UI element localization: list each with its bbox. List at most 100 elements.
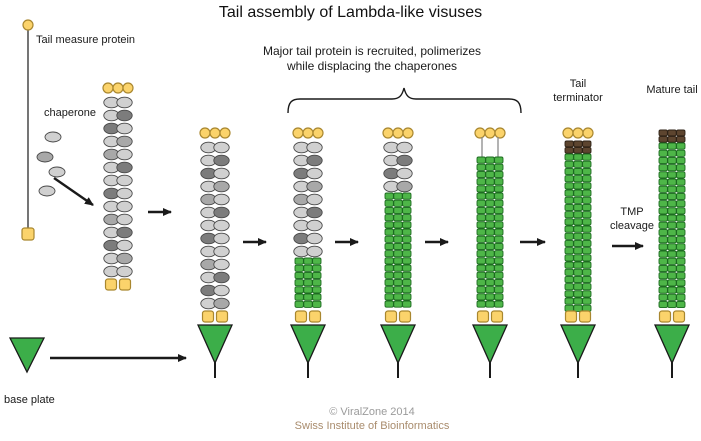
chaperone-ellipse (306, 141, 323, 154)
tail-terminator-cell (676, 129, 686, 137)
major-tail-protein-cell (658, 279, 668, 287)
major-tail-protein-cell (494, 214, 504, 222)
major-tail-protein-cell (676, 228, 686, 237)
base-plate-triangle (559, 324, 597, 365)
base-plate-triangle (471, 324, 509, 365)
major-tail-protein-cell (294, 293, 304, 301)
major-tail-protein-cell (573, 167, 583, 176)
major-tail-protein-cell (667, 142, 677, 150)
major-tail-protein-cell (573, 211, 583, 219)
base-plate-legend (8, 337, 46, 374)
major-tail-protein-cell (476, 192, 486, 200)
tmp-cap-circle (312, 127, 324, 139)
annotation-line-2: while displacing the chaperones (286, 59, 458, 73)
major-tail-protein-cell (658, 171, 668, 179)
major-tail-protein-cell (294, 257, 304, 265)
collar-block (398, 310, 412, 323)
major-tail-protein-cell (658, 164, 668, 172)
chaperone-ellipse (116, 161, 133, 174)
footer-institute: Swiss Institute of Bioinformatics (294, 420, 450, 432)
base-plate-label: base plate (4, 394, 55, 406)
major-tail-protein-cell (582, 232, 592, 240)
major-tail-protein-cell (676, 156, 686, 165)
major-tail-protein-cell (393, 271, 403, 279)
major-tail-protein-cell (384, 192, 394, 200)
major-tail-protein-cell (564, 261, 574, 269)
major-tail-protein-cell (573, 254, 583, 262)
major-tail-protein-cell (564, 175, 574, 183)
base-plate-triangle (196, 324, 234, 365)
chaperone-ellipse (396, 141, 413, 154)
major-tail-protein-cell (573, 275, 583, 284)
chaperone-ellipse (116, 96, 133, 109)
major-tail-protein-cell (494, 286, 504, 294)
chaperone-ellipse (306, 154, 323, 167)
major-tail-protein-cell (564, 290, 574, 298)
tmp-cleavage-label-line-2: cleavage (609, 219, 655, 232)
major-tail-protein-cell (676, 185, 686, 193)
major-tail-protein-cell (312, 279, 322, 287)
collar-block (658, 310, 672, 323)
major-tail-protein-cell (676, 272, 686, 280)
major-tail-protein-cell (582, 225, 592, 233)
major-tail-protein-cell (564, 218, 574, 226)
chaperone-legend (36, 131, 66, 197)
chaperone-ellipse (306, 193, 323, 206)
major-tail-protein-cell (303, 300, 313, 308)
major-tail-protein-cell (658, 200, 668, 208)
major-tail-protein-cell (658, 243, 668, 251)
chaperone-ellipse (396, 167, 413, 180)
major-tail-protein-cell (494, 199, 504, 207)
major-tail-protein-cell (303, 264, 313, 272)
major-tail-protein-cell (476, 257, 486, 265)
major-tail-protein-cell (573, 182, 583, 190)
tail-terminator-cell (582, 140, 592, 148)
major-tail-protein-cell (485, 235, 495, 243)
chaperone-ellipse (116, 109, 133, 122)
major-tail-protein-cell (676, 207, 686, 215)
major-tail-protein-cell (312, 286, 322, 294)
major-tail-protein-cell (294, 271, 304, 280)
major-tail-protein-cell (476, 293, 486, 301)
base-plate-triangle (289, 324, 327, 365)
chaperone-ellipse (116, 174, 133, 187)
major-tail-protein-cell (573, 218, 583, 226)
major-tail-protein-cell (485, 293, 495, 301)
major-tail-protein-cell (494, 264, 504, 272)
major-tail-protein-cell (564, 275, 574, 284)
major-tail-protein-cell (393, 300, 403, 308)
stage-tmp-chaperone-complex (102, 82, 134, 291)
major-tail-protein-cell (476, 286, 486, 294)
major-tail-protein-cell (494, 271, 504, 279)
tmp-cap-circle (402, 127, 414, 139)
collar-block (215, 310, 229, 323)
major-tail-protein-cell (303, 257, 313, 265)
collar-block (490, 310, 504, 323)
major-tail-protein-cell (667, 221, 677, 229)
major-tail-protein-cell (676, 214, 686, 222)
major-tail-protein-cell (494, 235, 504, 243)
chaperone-ellipse (213, 245, 230, 258)
tail-terminator-cell (564, 140, 574, 148)
chaperone-ellipse (213, 193, 230, 206)
collar-block (118, 278, 132, 291)
major-tail-protein-cell (676, 243, 686, 251)
major-tail-protein-cell (573, 203, 583, 212)
major-tail-protein-cell (384, 293, 394, 301)
major-tail-protein-cell (393, 293, 403, 301)
tmp-cleavage-label: TMP cleavage (610, 206, 654, 234)
major-tail-protein-cell (485, 271, 495, 279)
major-tail-protein-cell (582, 182, 592, 190)
stage-polymerization-start (289, 127, 327, 378)
major-tail-protein-cell (494, 170, 504, 179)
major-tail-protein-cell (485, 214, 495, 222)
collar-block (201, 310, 215, 323)
major-tail-protein-cell (402, 278, 412, 287)
major-tail-protein-cell (384, 264, 394, 272)
chaperone-ellipse (213, 154, 230, 167)
major-tail-protein-cell (564, 182, 574, 190)
collar-block (384, 310, 398, 323)
major-tail-protein-cell (384, 228, 394, 236)
collar-block (104, 278, 118, 291)
major-tail-protein-cell (294, 286, 304, 294)
